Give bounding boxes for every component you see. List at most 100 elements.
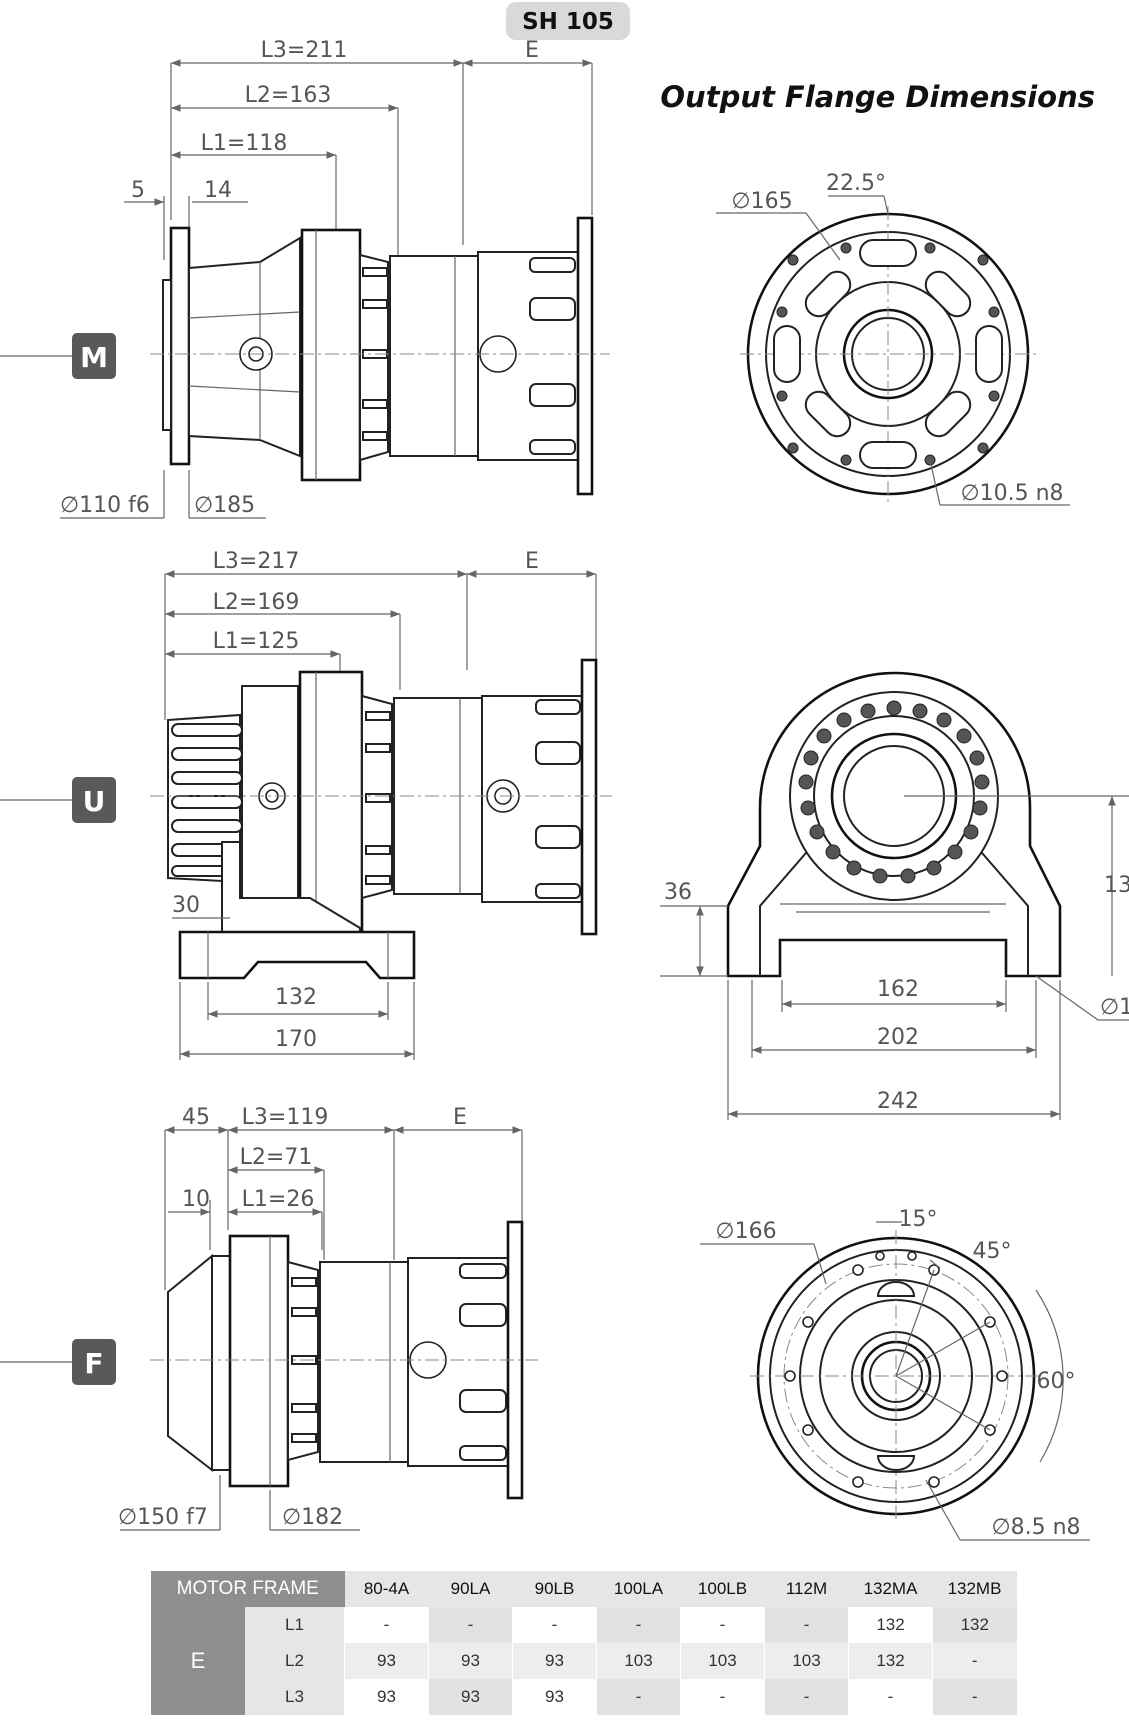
table-cell: 132 <box>848 1607 933 1643</box>
view-label-f: F <box>0 1339 116 1385</box>
m-dim-e: E <box>525 38 539 63</box>
page-title: Output Flange Dimensions <box>660 80 1095 114</box>
table-row-label: L3 <box>245 1679 345 1715</box>
f-flange-angle-45: 45° <box>973 1239 1012 1264</box>
u-dim-13: 13 <box>1104 873 1129 898</box>
m-diameter-185: ∅185 <box>194 493 255 518</box>
view-u-foot-front: 13 36 162 202 242 ∅1 <box>660 671 1129 1120</box>
table-cell: 132 <box>848 1643 933 1679</box>
u-foot-bolts <box>798 700 990 884</box>
f-dim-l3: L3=119 <box>242 1105 329 1130</box>
u-dim-l1: L1=125 <box>213 629 300 654</box>
f-dim-l1: L1=26 <box>242 1187 315 1212</box>
u-dim-e: E <box>525 549 539 574</box>
table-cell: - <box>428 1607 513 1643</box>
table-row: L2 93 93 93 103 103 103 132 - <box>151 1643 1017 1679</box>
f-dim-e: E <box>453 1105 467 1130</box>
u-dim-l2: L2=169 <box>213 590 300 615</box>
table-row-label: L2 <box>245 1643 345 1679</box>
m-output-flange <box>169 226 191 466</box>
u-dim-diameter: ∅1 <box>1100 995 1129 1020</box>
m-flange-bolt-diameter: ∅10.5 n8 <box>960 481 1063 506</box>
table-cell: - <box>848 1679 933 1715</box>
table-cell: 103 <box>680 1643 765 1679</box>
table-col-header: 100LA <box>596 1571 681 1607</box>
f-flange-holes <box>784 1251 1008 1488</box>
u-dim-30: 30 <box>172 893 200 918</box>
u-mid-flange <box>298 670 364 936</box>
table-cell: 93 <box>428 1643 513 1679</box>
u-dim-170: 170 <box>275 1027 317 1052</box>
f-diameter-150: ∅150 f7 <box>118 1505 208 1530</box>
f-dim-l2: L2=71 <box>240 1145 313 1170</box>
m-flange-diameter-165: ∅165 <box>731 189 792 214</box>
table-cell: - <box>764 1679 849 1715</box>
f-flange-angle-15: 15° <box>899 1207 938 1232</box>
m-diameter-110: ∅110 f6 <box>60 493 150 518</box>
u-foot <box>178 930 416 980</box>
svg-text:F: F <box>84 1347 103 1380</box>
view-f-side: 45 L3=119 E L2=71 10 L1=26 <box>118 1105 538 1531</box>
m-flange-angle: 22.5° <box>826 171 886 196</box>
table-group-label: E <box>151 1607 245 1715</box>
table-cell: 93 <box>428 1679 513 1715</box>
table-cell: - <box>596 1679 681 1715</box>
f-mid-flange <box>228 1234 290 1488</box>
f-diameter-182: ∅182 <box>282 1505 343 1530</box>
m-dim-14: 14 <box>204 178 232 203</box>
m-flange-bolts <box>776 242 1000 466</box>
view-m-flange: ∅165 22.5° ∅10.5 n8 <box>716 171 1070 506</box>
table-cell: 103 <box>764 1643 849 1679</box>
table-cell: 93 <box>344 1679 429 1715</box>
view-u-side: L3=217 E L2=169 L1=125 <box>150 549 612 1060</box>
table-col-header: 80-4A <box>344 1571 429 1607</box>
f-flange-angle-60: 60° <box>1037 1369 1076 1394</box>
svg-text:M: M <box>80 341 108 374</box>
table-cell: - <box>680 1607 765 1643</box>
table-cell: - <box>344 1607 429 1643</box>
m-dim-l3: L3=211 <box>261 38 348 63</box>
m-dim-5: 5 <box>131 178 145 203</box>
model-badge: SH 105 <box>506 2 630 40</box>
table-header-row: MOTOR FRAME 80-4A 90LA 90LB 100LA 100LB … <box>151 1571 1017 1607</box>
u-dim-202: 202 <box>877 1025 919 1050</box>
f-flange-bolt-diameter: ∅8.5 n8 <box>991 1515 1080 1540</box>
table-cell: - <box>680 1679 765 1715</box>
m-dim-l2: L2=163 <box>245 83 332 108</box>
table-cell: 103 <box>596 1643 681 1679</box>
table-row: E L1 - - - - - - 132 132 <box>151 1607 1017 1715</box>
table-row-label: L1 <box>245 1607 345 1643</box>
table-cell: - <box>596 1607 681 1643</box>
u-dim-l3: L3=217 <box>213 549 300 574</box>
table-cell: - <box>932 1679 1017 1715</box>
svg-text:U: U <box>83 785 106 818</box>
m-mid-flange <box>300 228 362 482</box>
view-label-u: U <box>0 777 116 823</box>
table-col-header: 90LA <box>428 1571 513 1607</box>
table-col-header: 90LB <box>512 1571 597 1607</box>
u-input-flange <box>580 658 598 936</box>
view-m-side: L3=211 E L2=163 L1=118 5 14 <box>60 38 610 519</box>
table-col-header: 132MA <box>848 1571 933 1607</box>
view-label-m: M <box>0 333 116 379</box>
m-flange-slots <box>773 239 1003 469</box>
table-cell: 93 <box>344 1643 429 1679</box>
motor-frame-table: MOTOR FRAME 80-4A 90LA 90LB 100LA 100LB … <box>151 1571 1017 1715</box>
table-cell: 93 <box>512 1643 597 1679</box>
f-dim-10: 10 <box>182 1187 210 1212</box>
u-dim-242: 242 <box>877 1089 919 1114</box>
f-flange-diameter-166: ∅166 <box>715 1219 776 1244</box>
u-dim-36: 36 <box>664 880 692 905</box>
u-dim-132: 132 <box>275 985 317 1010</box>
table-cell: - <box>512 1607 597 1643</box>
table-row: L3 93 93 93 - - - - - <box>151 1679 1017 1715</box>
table-cell: - <box>764 1607 849 1643</box>
view-f-flange: ∅166 15° 45° 60° ∅8.5 n8 <box>700 1207 1090 1541</box>
table-header-title: MOTOR FRAME <box>151 1571 345 1607</box>
table-cell: - <box>932 1643 1017 1679</box>
table-col-header: 100LB <box>680 1571 765 1607</box>
u-dim-162: 162 <box>877 977 919 1002</box>
f-dim-45: 45 <box>182 1105 210 1130</box>
table-cell: 93 <box>512 1679 597 1715</box>
table-cell: 132 <box>932 1607 1017 1643</box>
